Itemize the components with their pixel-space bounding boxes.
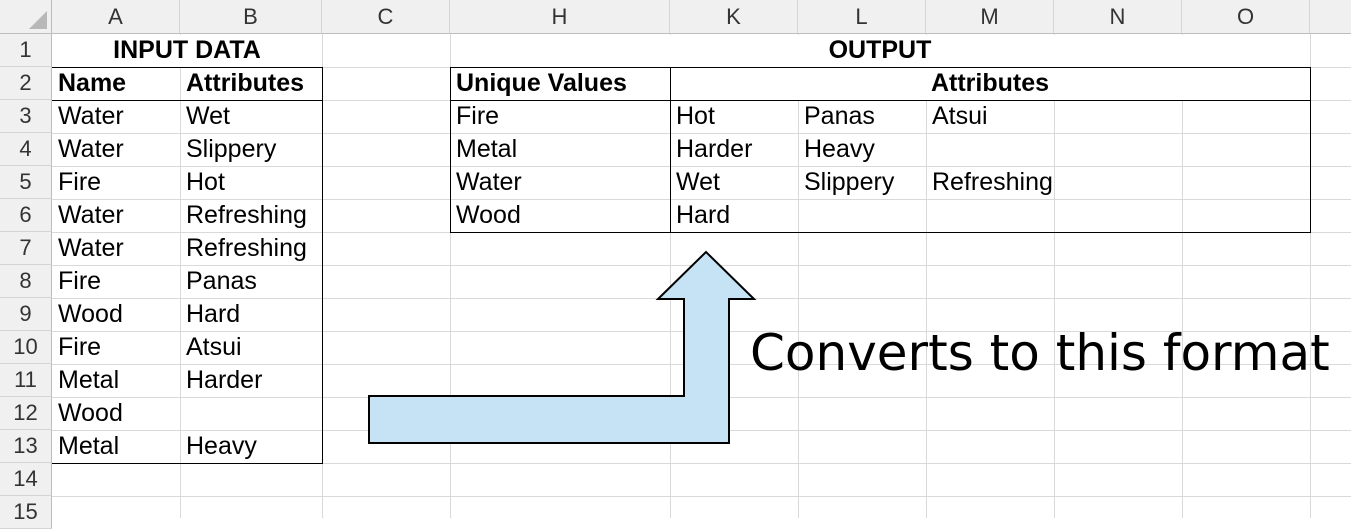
column-header-M[interactable]: M	[926, 0, 1054, 34]
input-border	[52, 463, 323, 464]
row-header-4[interactable]: 4	[0, 133, 52, 166]
column-header-N[interactable]: N	[1054, 0, 1182, 34]
column-header-O[interactable]: O	[1182, 0, 1310, 34]
input-attribute-cell[interactable]: Hard	[186, 300, 241, 328]
output-attribute-cell[interactable]: Refreshing	[932, 168, 1053, 196]
row-header-1[interactable]: 1	[0, 34, 52, 67]
input-name-cell[interactable]: Metal	[58, 432, 120, 460]
output-unique-cell[interactable]: Water	[456, 168, 522, 196]
input-attribute-cell[interactable]: Heavy	[186, 432, 257, 460]
input-header-name[interactable]: Name	[58, 69, 127, 97]
output-header-unique-values[interactable]: Unique Values	[456, 69, 627, 97]
input-border	[52, 100, 323, 101]
gridline	[52, 496, 1351, 497]
input-name-cell[interactable]: Fire	[58, 333, 102, 361]
input-attribute-cell[interactable]: Panas	[186, 267, 257, 295]
gridline	[670, 34, 671, 518]
row-header-11[interactable]: 11	[0, 364, 52, 397]
output-unique-cell[interactable]: Metal	[456, 135, 518, 163]
column-header-next[interactable]	[1310, 0, 1351, 34]
input-name-cell[interactable]: Wood	[58, 399, 123, 427]
output-unique-cell[interactable]: Wood	[456, 201, 521, 229]
row-header-10[interactable]: 10	[0, 331, 52, 364]
row-header-5[interactable]: 5	[0, 166, 52, 199]
output-border	[450, 67, 1311, 68]
gridline	[450, 34, 451, 518]
row-header-2[interactable]: 2	[0, 67, 52, 100]
output-border	[450, 232, 1311, 233]
bent-arrow-icon	[368, 250, 757, 444]
row-header-3[interactable]: 3	[0, 100, 52, 133]
input-header-attributes[interactable]: Attributes	[186, 69, 305, 97]
output-attribute-cell[interactable]: Hot	[676, 102, 715, 130]
bent-arrow-shape[interactable]	[0, 0, 1351, 518]
gridline	[52, 199, 1351, 200]
input-border	[52, 67, 323, 68]
column-header-C[interactable]: C	[322, 0, 450, 34]
input-attribute-cell[interactable]: Slippery	[186, 135, 277, 163]
gridline	[180, 34, 181, 518]
row-header-6[interactable]: 6	[0, 199, 52, 232]
row-header-7[interactable]: 7	[0, 232, 52, 265]
merged-cell-output-title[interactable]	[451, 35, 1310, 67]
input-name-cell[interactable]: Water	[58, 102, 124, 130]
gridline	[52, 166, 1351, 167]
row-header-13[interactable]: 13	[0, 430, 52, 463]
row-header-9[interactable]: 9	[0, 298, 52, 331]
output-border	[450, 100, 1311, 101]
input-name-cell[interactable]: Fire	[58, 267, 102, 295]
input-name-cell[interactable]: Fire	[58, 168, 102, 196]
input-border	[322, 67, 323, 464]
merged-cell-input-title[interactable]	[53, 35, 322, 67]
column-header-K[interactable]: K	[670, 0, 798, 34]
input-attribute-cell[interactable]: Wet	[186, 102, 230, 130]
input-title[interactable]: INPUT DATA	[113, 36, 261, 64]
column-header-B[interactable]: B	[180, 0, 322, 34]
gridline	[1310, 34, 1311, 518]
column-header-H[interactable]: H	[450, 0, 670, 34]
output-title[interactable]: OUTPUT	[828, 36, 932, 64]
input-attribute-cell[interactable]: Atsui	[186, 333, 242, 361]
gridline	[52, 463, 1351, 464]
gridline	[798, 34, 799, 518]
select-all-icon	[29, 11, 47, 29]
column-header-A[interactable]: A	[52, 0, 180, 34]
input-attribute-cell[interactable]: Harder	[186, 366, 263, 394]
column-header-L[interactable]: L	[798, 0, 926, 34]
input-name-cell[interactable]: Water	[58, 135, 124, 163]
merged-cell-output-attributes[interactable]	[671, 68, 1310, 100]
output-attribute-cell[interactable]: Wet	[676, 168, 720, 196]
input-attribute-cell[interactable]: Hot	[186, 168, 225, 196]
input-attribute-cell[interactable]: Refreshing	[186, 234, 307, 262]
output-attribute-cell[interactable]: Harder	[676, 135, 753, 163]
output-border	[1310, 67, 1311, 233]
input-name-cell[interactable]: Wood	[58, 300, 123, 328]
input-attribute-cell[interactable]: Refreshing	[186, 201, 307, 229]
output-attribute-cell[interactable]: Panas	[804, 102, 875, 130]
output-attribute-cell[interactable]: Atsui	[932, 102, 988, 130]
output-attribute-cell[interactable]: Hard	[676, 201, 731, 229]
gridline	[52, 133, 1351, 134]
select-all-corner[interactable]	[0, 0, 52, 34]
output-header-attributes[interactable]: Attributes	[930, 69, 1050, 97]
gridline	[1054, 34, 1055, 518]
row-header-8[interactable]: 8	[0, 265, 52, 298]
input-name-cell[interactable]: Metal	[58, 366, 120, 394]
callout-text[interactable]: Converts to this format	[750, 324, 1330, 382]
input-name-cell[interactable]: Water	[58, 201, 124, 229]
row-header-12[interactable]: 12	[0, 397, 52, 430]
gridline	[926, 34, 927, 518]
output-border	[450, 67, 451, 233]
output-unique-cell[interactable]: Fire	[456, 102, 500, 130]
row-header-14[interactable]: 14	[0, 463, 52, 496]
output-border	[670, 67, 671, 233]
input-name-cell[interactable]: Water	[58, 234, 124, 262]
output-attribute-cell[interactable]: Heavy	[804, 135, 875, 163]
output-attribute-cell[interactable]: Slippery	[804, 168, 895, 196]
gridline	[1182, 34, 1183, 518]
